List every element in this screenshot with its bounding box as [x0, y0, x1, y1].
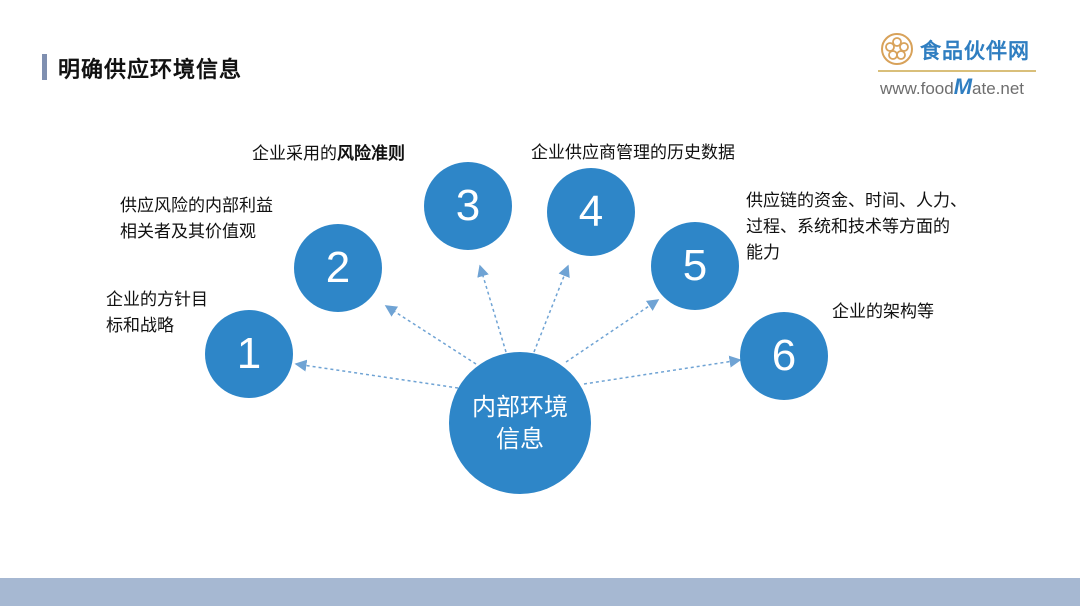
title-accent-bar [42, 54, 47, 80]
label-4: 企业供应商管理的历史数据 [531, 143, 735, 163]
node-6-number: 6 [771, 331, 797, 380]
slide-title: 明确供应环境信息 [58, 58, 243, 83]
node-2-number: 2 [325, 243, 351, 292]
arrow-to-4 [533, 264, 570, 353]
foodmate-logo: 食品伙伴网 www.foodMate.net [878, 30, 1048, 100]
flower-logo-icon [881, 33, 913, 65]
arrow-to-1 [294, 359, 459, 389]
node-6: 6 [740, 312, 828, 400]
arrow-to-3 [477, 264, 507, 353]
center-line-2: 信息 [496, 425, 544, 453]
node-5-number: 5 [682, 241, 708, 290]
logo-url: www.foodMate.net [880, 74, 1025, 99]
logo-divider [878, 70, 1036, 72]
arrow-to-6 [583, 355, 742, 385]
node-5: 5 [651, 222, 739, 310]
label-6: 企业的架构等 [832, 302, 934, 322]
label-2: 供应风险的内部利益 相关者及其价值观 [120, 196, 273, 242]
logo-name: 食品伙伴网 [920, 39, 1030, 63]
node-3-number: 3 [455, 181, 481, 230]
center-line-1: 内部环境 [472, 393, 568, 421]
node-1-number: 1 [236, 329, 262, 378]
center-node: 内部环境 信息 [449, 352, 591, 494]
node-2: 2 [294, 224, 382, 312]
label-5: 供应链的资金、时间、人力、 过程、系统和技术等方面的 能力 [746, 191, 967, 263]
node-3: 3 [424, 162, 512, 250]
footer-bar [0, 578, 1080, 606]
arrow-to-2 [384, 305, 477, 365]
label-1: 企业的方针目 标和战略 [106, 290, 208, 336]
label-3: 企业采用的风险准则 [252, 144, 405, 164]
node-4: 4 [547, 168, 635, 256]
node-4-number: 4 [578, 187, 604, 236]
arrow-to-5 [565, 299, 660, 363]
node-1: 1 [205, 310, 293, 398]
